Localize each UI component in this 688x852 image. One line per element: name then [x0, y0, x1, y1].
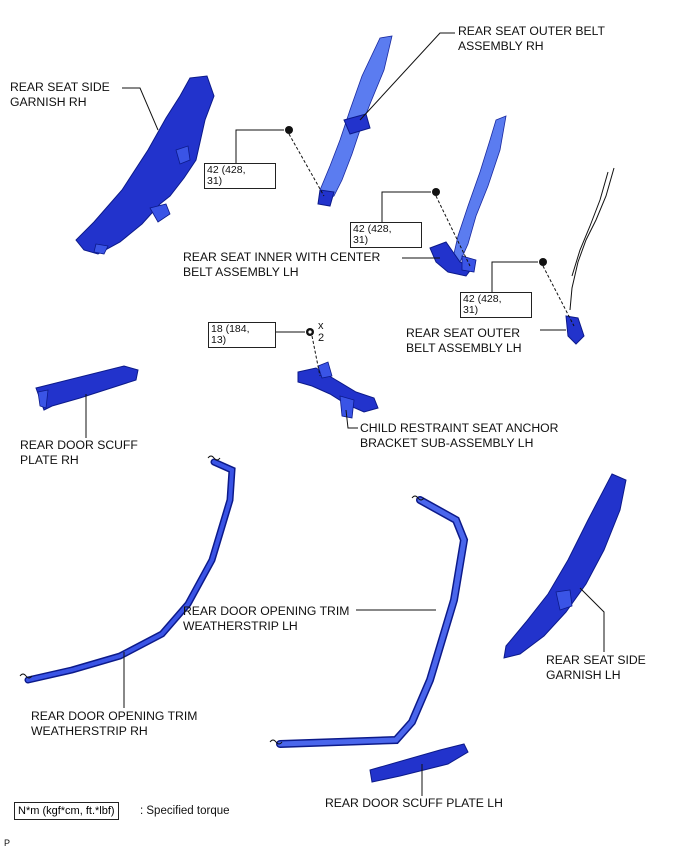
- label-rear-seat-side-garnish-rh: REAR SEAT SIDE GARNISH RH: [10, 80, 110, 109]
- label-rear-door-scuff-plate-lh: REAR DOOR SCUFF PLATE LH: [325, 796, 503, 810]
- rear-door-opening-trim-lh-part: [269, 495, 469, 748]
- rear-seat-side-garnish-rh-part: [75, 75, 215, 255]
- label-rear-seat-inner-belt-lh: REAR SEAT INNER WITH CENTER BELT ASSEMBL…: [183, 250, 381, 279]
- child-restraint-bracket-lh-part: [297, 361, 379, 419]
- label-rear-seat-outer-belt-rh: REAR SEAT OUTER BELT ASSEMBLY RH: [458, 24, 605, 53]
- connector-tq-outer-lh: [491, 261, 538, 292]
- rear-seat-inner-belt-lh-part: [429, 115, 507, 277]
- leader-garnish-rh: [122, 87, 159, 131]
- connector-tq-outer-rh: [235, 129, 284, 164]
- rear-door-scuff-plate-lh-part: [369, 743, 469, 783]
- leader-bracket: [345, 409, 358, 429]
- install-line-outer-rh: [288, 133, 325, 197]
- label-rear-door-scuff-plate-rh: REAR DOOR SCUFF PLATE RH: [20, 438, 138, 467]
- rear-door-opening-trim-rh-part: [19, 455, 236, 684]
- install-line-outer-lh: [542, 265, 575, 327]
- torque-legend-text: : Specified torque: [140, 805, 230, 817]
- quantity-x2: x 2: [318, 320, 325, 344]
- label-rear-door-opening-trim-rh: REAR DOOR OPENING TRIM WEATHERSTRIP RH: [31, 709, 198, 738]
- install-line-inner-lh: [435, 195, 471, 267]
- torque-legend-box: N*m (kgf*cm, ft.*lbf): [14, 802, 119, 820]
- leader-garnish-lh: [579, 587, 605, 652]
- label-rear-door-opening-trim-lh: REAR DOOR OPENING TRIM WEATHERSTRIP LH: [183, 604, 350, 633]
- install-line-bracket: [311, 335, 321, 377]
- rear-door-scuff-plate-rh-part: [35, 365, 139, 411]
- connector-tq-inner-lh: [381, 191, 431, 222]
- torque-outer-lh: 42 (428, 31): [460, 292, 532, 318]
- bolt-outer-lh-icon: [539, 258, 547, 266]
- nut-bracket-icon: [306, 328, 314, 336]
- rear-seat-outer-belt-rh-part: [317, 35, 393, 207]
- label-child-restraint-bracket-lh: CHILD RESTRAINT SEAT ANCHOR BRACKET SUB-…: [360, 421, 559, 450]
- label-rear-seat-outer-belt-lh: REAR SEAT OUTER BELT ASSEMBLY LH: [406, 326, 522, 355]
- rear-seat-side-garnish-lh-part: [503, 473, 627, 659]
- leader-outer-rh: [359, 32, 455, 121]
- label-rear-seat-side-garnish-lh: REAR SEAT SIDE GARNISH LH: [546, 653, 646, 682]
- bolt-inner-lh-icon: [432, 188, 440, 196]
- torque-inner-lh: 42 (428, 31): [350, 222, 422, 248]
- torque-outer-rh: 42 (428, 31): [204, 163, 276, 189]
- footer-mark: P: [4, 838, 11, 848]
- rear-seat-outer-belt-lh-part: [565, 167, 615, 345]
- bolt-outer-rh-icon: [285, 126, 293, 134]
- torque-bracket: 18 (184, 13): [208, 322, 276, 348]
